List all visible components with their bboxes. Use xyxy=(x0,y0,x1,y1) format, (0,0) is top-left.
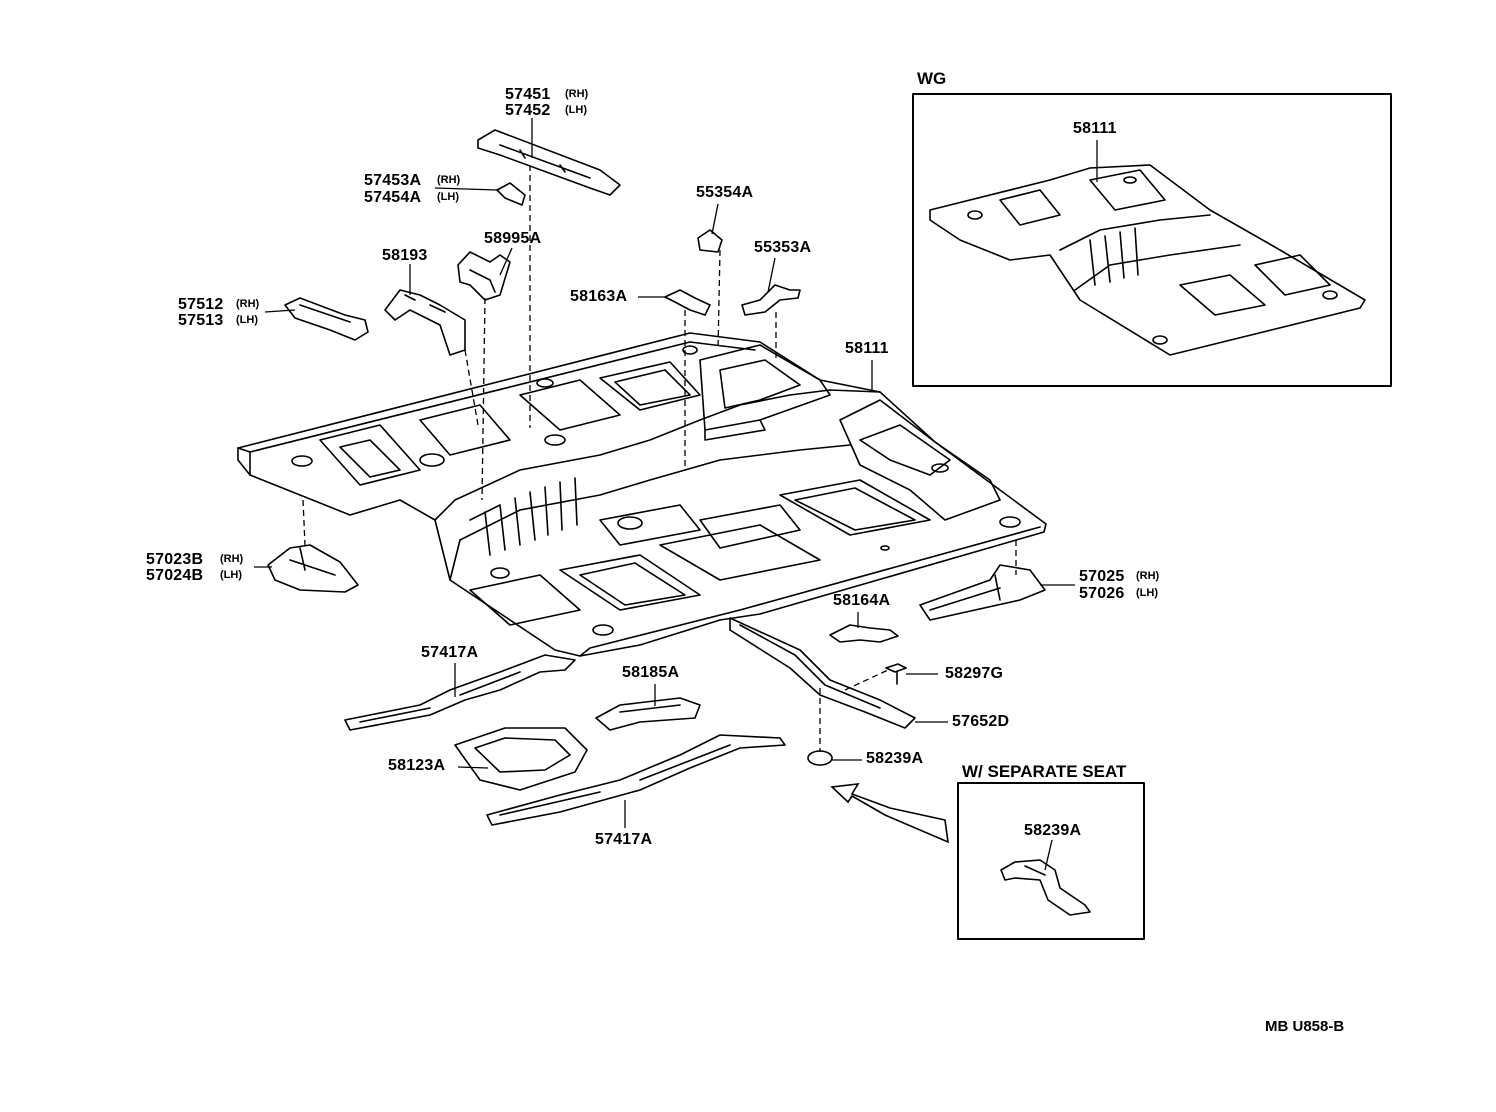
label-58164A: 58164A xyxy=(833,592,891,609)
label-58239A: 58239A xyxy=(866,750,924,767)
label-58111: 58111 xyxy=(845,340,889,357)
label-57452: 57452 xyxy=(505,102,551,119)
label-58163A: 58163A xyxy=(570,288,628,305)
label-57512-side: (RH) xyxy=(236,298,260,310)
label-57451: 57451 xyxy=(505,86,551,103)
label-57023B: 57023B xyxy=(146,551,204,568)
label-55354A: 55354A xyxy=(696,184,754,201)
label-57453A: 57453A xyxy=(364,172,422,189)
label-57451-side: (RH) xyxy=(565,88,589,100)
drawing-code: MB U858-B xyxy=(1265,1018,1345,1035)
label-57026-side: (LH) xyxy=(1136,587,1158,599)
label-57025: 57025 xyxy=(1079,568,1125,585)
label-58995A: 58995A xyxy=(484,230,542,247)
label-57454A-side: (LH) xyxy=(437,191,459,203)
label-57513: 57513 xyxy=(178,312,224,329)
label-57417A-top: 57417A xyxy=(421,644,479,661)
label-58123A: 58123A xyxy=(388,757,446,774)
inset-seat-part-label: 58239A xyxy=(1024,822,1082,839)
wg-floor-pan xyxy=(929,164,1366,356)
label-57023B-side: (RH) xyxy=(220,553,244,565)
label-58185A: 58185A xyxy=(622,664,680,681)
label-57026: 57026 xyxy=(1079,585,1125,602)
label-57024B-side: (LH) xyxy=(220,569,242,581)
label-57453A-side: (RH) xyxy=(437,174,461,186)
inset-wg-title: WG xyxy=(917,69,947,88)
label-57454A: 57454A xyxy=(364,189,422,206)
main-floor-pan xyxy=(237,332,1047,657)
label-57652D: 57652D xyxy=(952,713,1010,730)
label-58193: 58193 xyxy=(382,247,428,264)
label-57417A-bottom: 57417A xyxy=(595,831,653,848)
label-57025-side: (RH) xyxy=(1136,570,1160,582)
inset-wg-part-label: 58111 xyxy=(1073,120,1117,137)
label-55353A: 55353A xyxy=(754,239,812,256)
label-58297G: 58297G xyxy=(945,665,1004,682)
label-57513-side: (LH) xyxy=(236,314,258,326)
label-57512: 57512 xyxy=(178,296,224,313)
inset-seat-title: W/ SEPARATE SEAT xyxy=(962,762,1127,781)
label-57452-side: (LH) xyxy=(565,104,587,116)
label-57024B: 57024B xyxy=(146,567,204,584)
